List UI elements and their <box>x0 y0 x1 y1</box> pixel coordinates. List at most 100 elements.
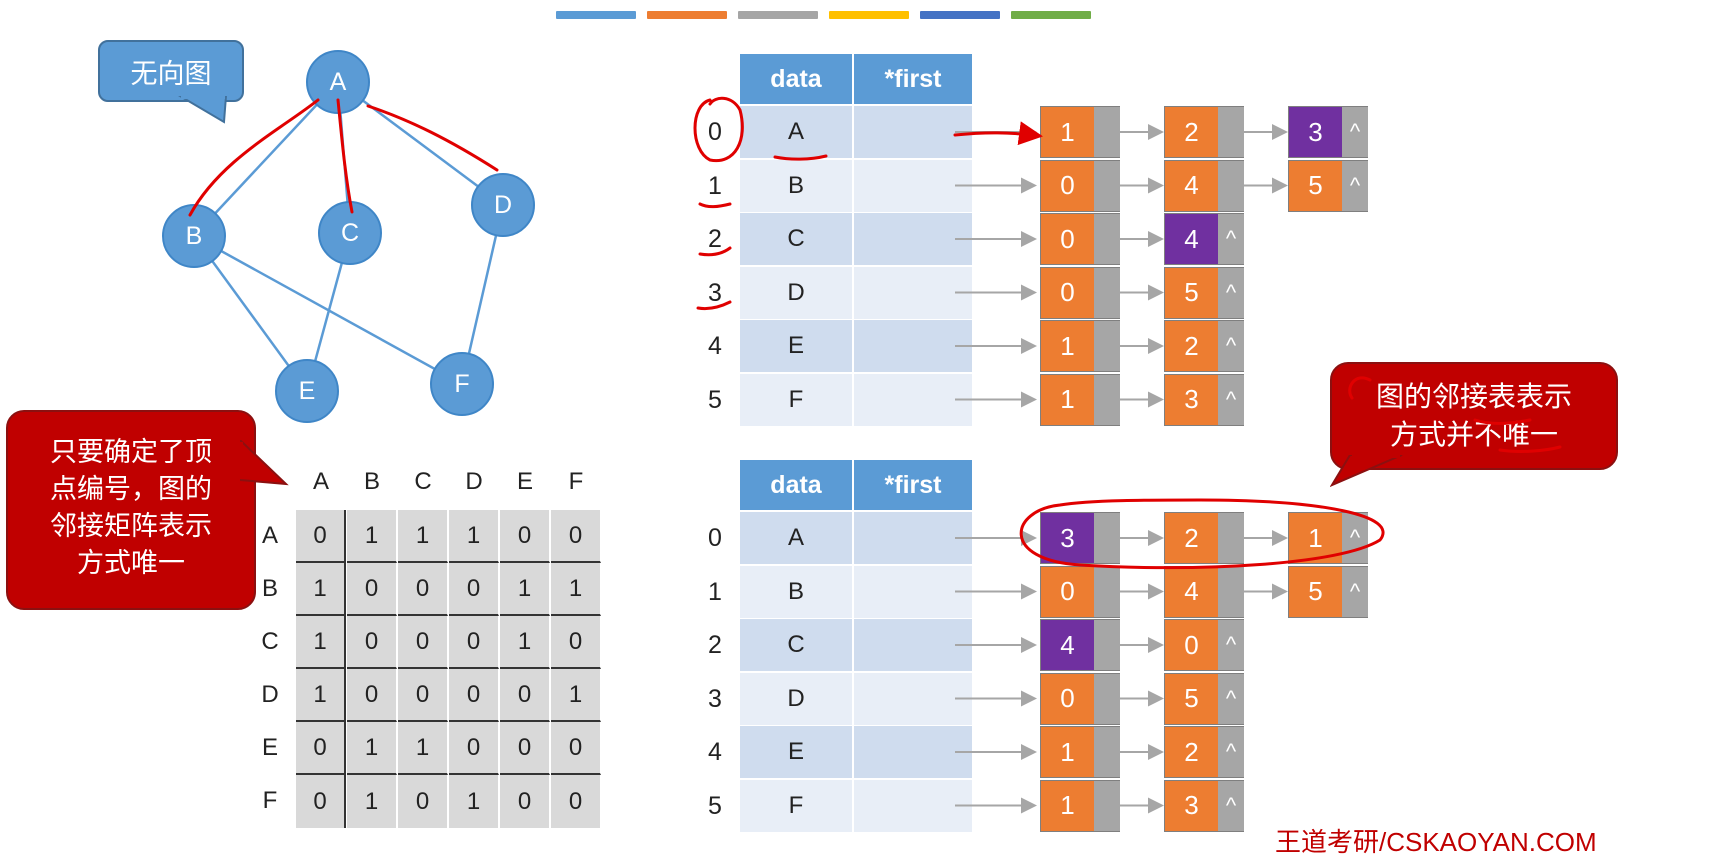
callout-line: 邻接矩阵表示 <box>50 511 212 542</box>
matrix-cell: 0 <box>296 775 346 828</box>
matrix-row-header: F <box>262 787 278 814</box>
first-pointer-cell <box>854 565 972 618</box>
edge-node: 4 <box>1164 159 1244 212</box>
edge-node-vertex: 2 <box>1165 513 1218 563</box>
matrix-cell: 0 <box>347 563 397 616</box>
edge-node-vertex: 4 <box>1165 214 1218 264</box>
matrix-callout-text: 只要确定了顶点编号，图的邻接矩阵表示方式唯一 <box>8 412 254 582</box>
matrix-cell: 0 <box>449 616 499 669</box>
edge-node-vertex: 0 <box>1041 673 1094 724</box>
edge-node: 5^ <box>1164 672 1244 725</box>
edge-node-next-pointer <box>1094 513 1120 563</box>
edge-node-vertex: 0 <box>1041 160 1094 211</box>
first-pointer-cell <box>854 619 972 671</box>
table-header: data <box>740 54 852 104</box>
vertex-data-cell: A <box>740 512 852 564</box>
matrix-row-header: D <box>261 681 279 708</box>
edge-node-next-pointer <box>1094 620 1120 670</box>
edge-node-vertex: 1 <box>1041 727 1094 777</box>
row-index: 0 <box>708 118 722 146</box>
edge-node: 1^ <box>1288 512 1368 564</box>
edge-node: 0 <box>1040 672 1120 725</box>
matrix-col-header: A <box>312 468 329 495</box>
vertex-data-cell: C <box>740 619 852 671</box>
color-bar <box>738 11 818 19</box>
edge-node-next-pointer: ^ <box>1218 374 1244 425</box>
matrix-cell: 1 <box>449 510 499 563</box>
graph-edge <box>193 81 339 237</box>
edge-node: 3^ <box>1288 106 1368 158</box>
matrix-row-header: A <box>261 522 278 549</box>
color-bar <box>647 11 727 19</box>
list-arrows <box>955 124 1288 814</box>
matrix-cell: 1 <box>551 669 601 722</box>
matrix-cell: 1 <box>347 775 397 828</box>
adj-list-not-unique-callout: 图的邻接表表示方式并不唯一 <box>1330 362 1618 470</box>
edge-node-vertex: 3 <box>1289 107 1342 157</box>
matrix-cell: 0 <box>296 722 346 775</box>
vertex-data-cell: D <box>740 266 852 319</box>
graph-node: F <box>430 352 494 416</box>
edge-node-next-pointer <box>1094 566 1120 617</box>
edge-node-next-pointer: ^ <box>1342 566 1368 617</box>
row-index: 2 <box>708 631 722 659</box>
vertex-data-cell: A <box>740 106 852 158</box>
edge-node-vertex: 2 <box>1165 107 1218 157</box>
first-pointer-cell <box>854 779 972 832</box>
edge-node-next-pointer <box>1094 321 1120 371</box>
edge-node-vertex: 4 <box>1041 620 1094 670</box>
edge-node-vertex: 0 <box>1165 620 1218 670</box>
vertex-data-cell: D <box>740 672 852 725</box>
edge-node-next-pointer <box>1218 160 1244 211</box>
edge-node-vertex: 5 <box>1289 160 1342 211</box>
row-index: 1 <box>708 577 722 606</box>
edge-node: 1 <box>1040 726 1120 778</box>
matrix-col-header: B <box>363 468 380 495</box>
edge-node-next-pointer: ^ <box>1218 267 1244 318</box>
first-pointer-cell <box>854 373 972 426</box>
vertex-data-cell: E <box>740 726 852 778</box>
edge-node-vertex: 0 <box>1041 214 1094 264</box>
edge-node-vertex: 0 <box>1041 566 1094 617</box>
matrix-cell: 0 <box>551 775 601 828</box>
adj-callout-tail <box>1330 455 1403 487</box>
edge-node-next-pointer <box>1218 513 1244 563</box>
matrix-cell: 0 <box>347 616 397 669</box>
matrix-cell: 1 <box>398 510 448 563</box>
matrix-cell: 0 <box>449 722 499 775</box>
edge-node-next-pointer <box>1218 566 1244 617</box>
table-header: *first <box>854 54 972 104</box>
edge-node-vertex: 4 <box>1165 566 1218 617</box>
graph-node: C <box>318 201 382 265</box>
matrix-unique-callout: 只要确定了顶点编号，图的邻接矩阵表示方式唯一 <box>6 410 256 610</box>
edge-node-next-pointer: ^ <box>1218 780 1244 831</box>
undirected-graph-label: 无向图 <box>130 58 212 90</box>
matrix-cell: 1 <box>347 510 397 563</box>
matrix-cell: 1 <box>500 616 550 669</box>
first-pointer-cell <box>854 672 972 725</box>
edge-node-next-pointer <box>1094 780 1120 831</box>
vertex-data-cell: B <box>740 565 852 618</box>
edge-node-next-pointer: ^ <box>1342 107 1368 157</box>
edge-node-next-pointer <box>1094 214 1120 264</box>
edge-node-next-pointer: ^ <box>1218 620 1244 670</box>
edge-node-vertex: 3 <box>1165 780 1218 831</box>
row-index: 5 <box>708 385 722 414</box>
matrix-cell: 0 <box>449 669 499 722</box>
matrix-cell: 0 <box>449 563 499 616</box>
edge-node: 1 <box>1040 320 1120 372</box>
matrix-cell: 0 <box>398 669 448 722</box>
matrix-cell: 1 <box>296 563 346 616</box>
edge-node-next-pointer: ^ <box>1218 214 1244 264</box>
edge-node-vertex: 5 <box>1165 267 1218 318</box>
edge-node: 1 <box>1040 779 1120 832</box>
edge-node-vertex: 3 <box>1041 513 1094 563</box>
callout-tail <box>178 96 228 124</box>
undirected-graph-callout: 无向图 <box>98 40 244 102</box>
vertex-data-cell: C <box>740 213 852 265</box>
edge-node-next-pointer <box>1094 673 1120 724</box>
matrix-cell: 0 <box>551 616 601 669</box>
matrix-col-header: E <box>516 468 533 495</box>
matrix-cell: 0 <box>500 722 550 775</box>
edge-node: 0 <box>1040 159 1120 212</box>
